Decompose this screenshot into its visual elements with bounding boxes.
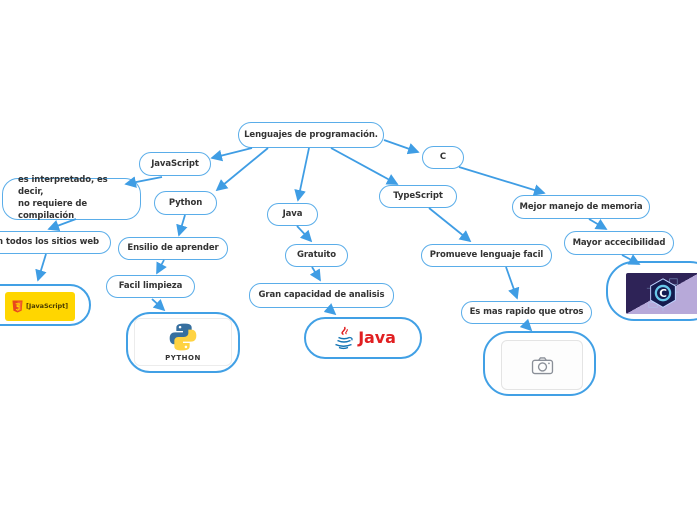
node-typescript[interactable]: TypeScript <box>379 185 457 208</box>
python-logo-frame: PYTHON <box>134 318 232 366</box>
node-ts-promotes[interactable]: Promueve lenguaje facil <box>421 244 552 267</box>
camera-icon <box>531 356 553 374</box>
c-language-image: C <box>626 273 697 314</box>
javascript-shield-icon <box>12 300 23 313</box>
node-javascript-image[interactable]: [JavaScript] <box>0 284 91 326</box>
node-c-memory[interactable]: Mejor manejo de memoria <box>512 195 650 219</box>
node-java-image[interactable]: Java <box>304 317 422 359</box>
node-python-easy-learn[interactable]: Ensilio de aprender <box>118 237 228 260</box>
java-logo-row: Java <box>330 325 396 351</box>
java-logo-label: Java <box>358 328 396 347</box>
node-c[interactable]: C <box>422 146 464 169</box>
node-java-analysis[interactable]: Gran capacidad de analisis <box>249 283 394 308</box>
node-javascript[interactable]: JavaScript <box>139 152 211 176</box>
node-java-free[interactable]: Gratuito <box>285 244 348 267</box>
image-placeholder-frame <box>501 340 583 390</box>
node-root[interactable]: Lenguajes de programación. <box>238 122 384 148</box>
node-c-image[interactable]: C <box>606 261 697 321</box>
node-js-sites-web[interactable]: a en todos los sitios web <box>0 231 111 254</box>
node-c-accessibility[interactable]: Mayor accecibilidad <box>564 231 674 255</box>
javascript-logo-badge: [JavaScript] <box>5 292 75 321</box>
python-logo-label: PYTHON <box>165 354 201 363</box>
node-java[interactable]: Java <box>267 203 318 226</box>
python-logo-icon <box>169 323 197 351</box>
javascript-logo-label: [JavaScript] <box>26 302 68 311</box>
hexagon-c-icon: C <box>646 277 679 311</box>
c-logo-letter: C <box>659 287 667 299</box>
node-ts-faster[interactable]: Es mas rapido que otros <box>461 301 592 324</box>
node-python[interactable]: Python <box>154 191 217 215</box>
node-python-image[interactable]: PYTHON <box>126 312 240 373</box>
node-js-interpreted[interactable]: es interpretado, es decir, no requiere d… <box>2 175 141 221</box>
node-ts-image-placeholder[interactable] <box>483 331 596 396</box>
node-python-clean[interactable]: Facil limpieza <box>106 275 195 298</box>
java-cup-icon <box>335 326 353 350</box>
